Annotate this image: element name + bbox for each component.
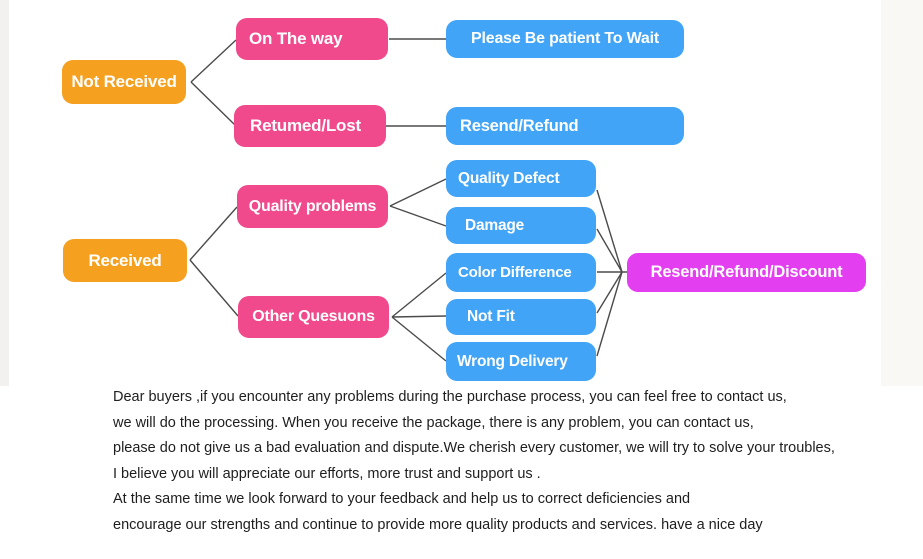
node-received: Received [63,239,187,282]
node-on-the-way: On The way [236,18,388,60]
seller-message-line: encourage our strengths and continue to … [113,516,763,533]
node-wrong-delivery: Wrong Delivery [446,342,596,381]
node-resend-refund: Resend/Refund [446,107,684,145]
seller-message-line: At the same time we look forward to your… [113,491,691,507]
connector-received-other-questions [189,259,239,317]
seller-message-line: we will do the processing. When you rece… [113,414,754,431]
connector-quality-problems-damage [389,205,447,227]
node-resend-refund-discount: Resend/Refund/Discount [627,253,866,292]
node-not-received: Not Received [62,60,186,104]
connector-other-questions-wrong-delivery [391,316,447,362]
node-other-questions: Other Quesuons [238,296,389,338]
seller-message-line: I believe you will appreciate our effort… [113,465,541,482]
connector-not-fit-resolution [596,271,623,314]
seller-message: Dear buyers ,if you encounter any proble… [113,389,835,543]
seller-message-line: Dear buyers ,if you encounter any proble… [113,389,787,405]
connector-not-received-on-the-way [190,39,237,83]
connector-not-received-returned-lost [190,81,236,126]
node-returned-lost: Retumed/Lost [234,105,386,147]
connector-quality-defect-resolution [596,189,623,273]
seller-message-line: please do not give us a bad evaluation a… [113,440,835,456]
node-damage: Damage [446,207,596,244]
connector-wrong-delivery-resolution [596,271,623,357]
connector-received-quality-problems [189,206,238,261]
connector-other-questions-color-difference [391,272,447,318]
connector-quality-problems-quality-defect [389,178,447,207]
node-please-be-patient: Please Be patient To Wait [446,20,684,58]
node-quality-defect: Quality Defect [446,160,596,197]
page-edge-shade-left [0,0,9,386]
page-edge-shade-right [881,0,923,386]
node-quality-problems: Quality problems [237,185,388,228]
connector-damage-resolution [596,228,623,273]
node-not-fit: Not Fit [446,299,596,335]
node-color-difference: Color Difference [446,253,596,292]
connector-other-questions-not-fit [391,315,447,318]
